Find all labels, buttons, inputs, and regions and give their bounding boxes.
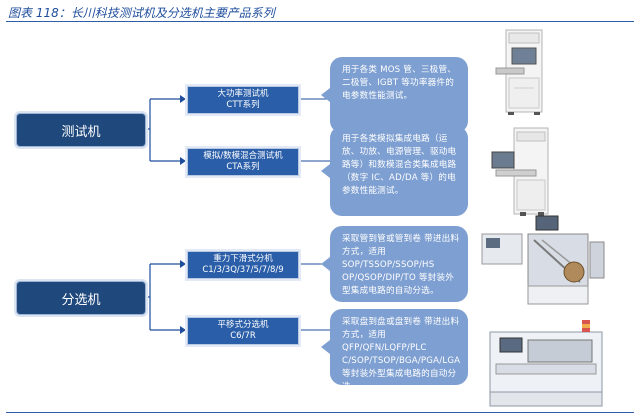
bottom-rule bbox=[6, 412, 634, 413]
product-series: CTT系列 bbox=[226, 100, 260, 110]
cta-tester-machine-image bbox=[491, 127, 549, 216]
connector-sort-stem bbox=[146, 264, 151, 330]
arrowhead bbox=[180, 326, 186, 334]
arrowhead bbox=[180, 95, 186, 103]
product-name: 平移式分选机 bbox=[217, 320, 269, 330]
connector-test-stem bbox=[146, 99, 151, 161]
product-series: CTA系列 bbox=[226, 162, 260, 172]
product-high-power-tester: 大功率测试机 CTT系列 bbox=[187, 86, 299, 114]
arrowhead bbox=[180, 260, 186, 268]
product-name: 重力下滑式分机 bbox=[213, 254, 273, 264]
gravity-handler-machine-image bbox=[481, 215, 605, 305]
description-bubble: 采取盘到盘或盘到卷 带进出料方式，适用 QFP/QFN/LQFP/PLC C/S… bbox=[321, 309, 468, 392]
product-analog-mixed-tester: 模拟/数模混合测试机 CTA系列 bbox=[187, 148, 299, 176]
category-sorting-machine: 分选机 bbox=[16, 281, 146, 315]
description-bubble: 采取管到管或管到卷 带进出料方式，适用 SOP/TSSOP/SSOP/HS OP… bbox=[321, 226, 468, 302]
product-name: 大功率测试机 bbox=[217, 89, 269, 99]
description-text: 用于各类模拟集成电路（运放、功放、电源管理、驱动电路等）和数模混合类集成电路（数… bbox=[342, 134, 457, 196]
category-test-machine: 测试机 bbox=[16, 113, 146, 147]
description-text: 采取管到管或管到卷 带进出料方式，适用 SOP/TSSOP/SSOP/HS OP… bbox=[342, 234, 460, 296]
product-series: C6/7R bbox=[230, 331, 256, 341]
pick-place-handler-machine-image bbox=[489, 320, 603, 407]
description-bubble: 用于各类 MOS 管、三极管、二极管、IGBT 等功率器件的电参数性能测试。 bbox=[321, 57, 468, 133]
arrowhead bbox=[180, 157, 186, 165]
product-gravity-handler: 重力下滑式分机 C1/3/3Q/37/5/7/8/9 bbox=[187, 251, 299, 279]
ctt-tester-machine-image bbox=[495, 29, 543, 115]
figure-title: 图表 118：长川科技测试机及分选机主要产品系列 bbox=[8, 6, 275, 20]
product-series: C1/3/3Q/37/5/7/8/9 bbox=[202, 265, 284, 275]
category-label: 分选机 bbox=[61, 292, 101, 308]
title-rule bbox=[6, 21, 634, 22]
product-name: 模拟/数模混合测试机 bbox=[203, 151, 283, 161]
category-label: 测试机 bbox=[61, 124, 101, 140]
product-pick-place-handler: 平移式分选机 C6/7R bbox=[187, 317, 299, 345]
description-text: 采取盘到盘或盘到卷 带进出料方式，适用 QFP/QFN/LQFP/PLC C/S… bbox=[342, 317, 461, 392]
description-bubble: 用于各类模拟集成电路（运放、功放、电源管理、驱动电路等）和数模混合类集成电路（数… bbox=[321, 126, 468, 216]
description-text: 用于各类 MOS 管、三极管、二极管、IGBT 等功率器件的电参数性能测试。 bbox=[342, 65, 457, 101]
